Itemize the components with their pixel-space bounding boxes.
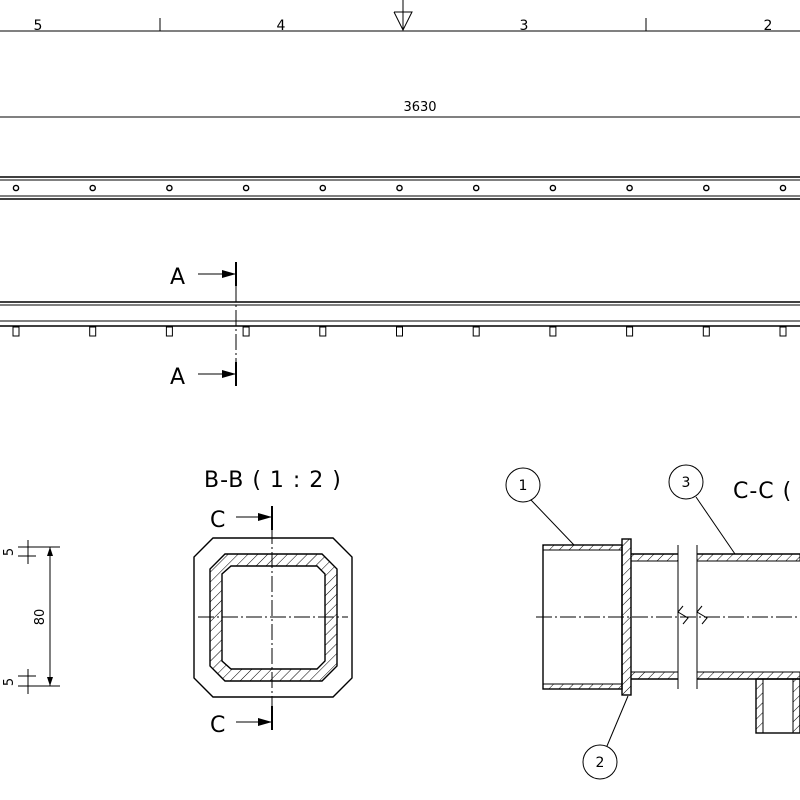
zone-label-2: 2 — [764, 18, 773, 34]
rail-side-view — [0, 301, 800, 337]
overall-length-dimension: 3630 — [0, 100, 800, 118]
section-b-b-title: B-B ( 1 : 2 ) — [204, 468, 342, 493]
section-a-label-bottom: A — [170, 365, 186, 390]
zone-ruler: 5 4 3 2 — [0, 0, 800, 34]
wall-top-value: 5 — [2, 548, 17, 556]
mounting-tab — [242, 326, 250, 337]
mounting-tab — [779, 326, 787, 337]
overall-length-value: 3630 — [403, 100, 436, 115]
mounting-hole — [396, 184, 403, 192]
mounting-tabs — [12, 326, 787, 337]
balloon-1: 1 — [505, 467, 575, 546]
mounting-tab — [12, 326, 20, 337]
zone-label-3: 3 — [520, 18, 529, 34]
balloon-1-number: 1 — [519, 478, 528, 494]
mounting-hole — [242, 184, 250, 192]
section-c-c-title: C-C ( — [733, 479, 792, 504]
mounting-hole — [626, 184, 633, 192]
height-value: 80 — [33, 609, 48, 626]
mounting-hole — [703, 184, 710, 192]
balloon-3-number: 3 — [682, 475, 691, 491]
mounting-hole — [89, 184, 96, 192]
mounting-hole — [549, 184, 557, 192]
centering-mark — [393, 0, 413, 32]
mounting-tab — [396, 326, 403, 337]
balloon-2-number: 2 — [596, 755, 605, 771]
section-c-c: C-C ( 1 — [505, 464, 800, 780]
wall-bottom-value: 5 — [2, 678, 17, 686]
mounting-tab — [89, 326, 97, 337]
section-a-label-top: A — [170, 265, 186, 290]
mounting-tab — [319, 326, 327, 337]
mounting-hole — [12, 184, 20, 192]
mounting-tab — [702, 326, 710, 337]
mounting-tab — [626, 326, 634, 337]
mounting-holes — [12, 184, 787, 192]
section-b-b: B-B ( 1 : 2 ) C C — [193, 468, 353, 738]
mounting-hole — [472, 184, 480, 192]
section-c-label-bottom: C — [210, 713, 226, 738]
zone-label-5: 5 — [34, 18, 43, 34]
rail-top-view — [0, 176, 800, 200]
section-a-cut: A A — [170, 262, 237, 390]
mounting-hole — [779, 184, 787, 192]
mounting-hole — [166, 184, 173, 192]
mounting-tab — [549, 326, 557, 337]
section-c-label-top: C — [210, 508, 226, 533]
balloon-2: 2 — [582, 695, 629, 780]
balloon-3: 3 — [668, 464, 736, 555]
mounting-tab — [165, 326, 173, 337]
mounting-hole — [319, 184, 327, 192]
zone-label-4: 4 — [277, 18, 286, 34]
mounting-tab — [472, 326, 480, 337]
height-dimension: 80 5 5 — [2, 540, 60, 694]
